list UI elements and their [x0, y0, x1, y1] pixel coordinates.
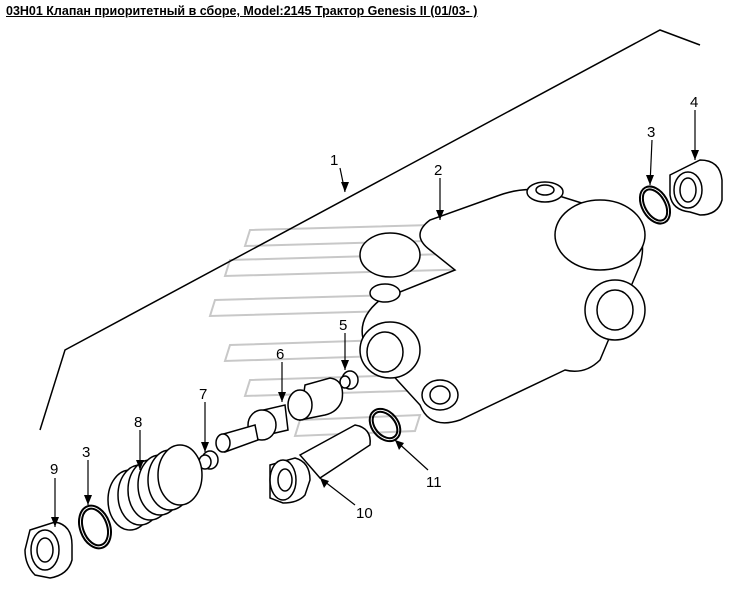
callout-5: 5: [339, 317, 347, 334]
arrowheads: [51, 150, 699, 527]
callout-8: 8: [134, 414, 142, 431]
callout-2: 2: [434, 162, 442, 179]
valve-body: [359, 181, 646, 424]
small-pin: [339, 370, 359, 390]
callout-3-right: 3: [647, 124, 655, 141]
o-ring-right: [638, 185, 672, 225]
assembly-bracket: [39, 29, 701, 431]
plug-nut-right: [669, 159, 723, 216]
callout-4: 4: [690, 94, 698, 111]
callout-6: 6: [276, 346, 284, 363]
o-ring-left: [78, 504, 112, 550]
callout-11: 11: [426, 474, 442, 491]
spring: [107, 444, 203, 531]
adjusting-screw: [269, 424, 371, 504]
callout-7: 7: [199, 386, 207, 403]
callout-10: 10: [356, 505, 373, 522]
o-ring-11: [368, 407, 402, 443]
plug-nut-left: [24, 521, 73, 579]
callout-9: 9: [50, 461, 58, 478]
callout-1: 1: [330, 152, 338, 169]
small-sleeve: [198, 450, 219, 470]
page-title: 03H01 Клапан приоритетный в сборе, Model…: [6, 4, 478, 18]
callout-3-left: 3: [82, 444, 90, 461]
spool: [215, 377, 344, 453]
